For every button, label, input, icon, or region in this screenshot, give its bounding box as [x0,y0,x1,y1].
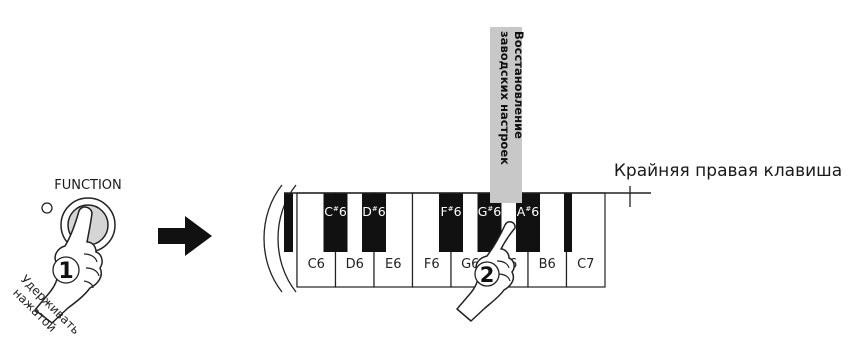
keyboard: C6D6E6F6G6A6B6C7 C#6D#6F#6G#6A#6 [284,192,651,288]
partial-black-key-right [564,193,572,252]
white-key-c7[interactable] [565,192,606,288]
step-1-number: 1 [58,259,73,284]
black-key-label: F#6 [440,204,461,219]
step-1-badge [52,256,80,284]
factory-reset-highlight [490,27,522,203]
white-key-label: E6 [385,257,402,272]
black-key-label: G#6 [478,204,502,219]
partial-black-key-left [284,193,293,252]
black-key-label: D#6 [362,204,386,219]
white-key-label: F6 [424,257,440,272]
white-key-label: C6 [308,257,325,272]
indicator-led [41,202,53,214]
hand-1-icon: 1 [34,206,103,324]
arrow-right-icon [158,216,212,256]
white-key-label: B6 [539,257,556,272]
rightmost-key-label: Крайняя правая клавиша [614,161,842,181]
black-key-label: A#6 [517,204,539,219]
white-key-label: D6 [346,257,364,272]
black-key-c-sharp-6 [323,193,348,252]
factory-reset-line2: заводских настроек [498,31,512,165]
factory-reset-line1: Восстановление [512,31,526,139]
black-key-label: C#6 [324,204,347,219]
function-label: FUNCTION [54,178,122,193]
rightmost-key-callout: Крайняя правая клавиша [614,161,842,207]
white-key-label: G6 [461,257,479,272]
factory-reset-callout: Восстановление заводских настроек [490,27,526,203]
step-2-number: 2 [480,263,495,287]
keyboard-break-line-outer [263,184,283,293]
hand-2-icon: 2 [456,220,516,322]
step-2-badge [474,261,500,287]
black-key-f-sharp-6 [439,193,463,252]
black-key-d-sharp-6 [362,193,386,252]
white-key-label: C7 [577,257,594,272]
